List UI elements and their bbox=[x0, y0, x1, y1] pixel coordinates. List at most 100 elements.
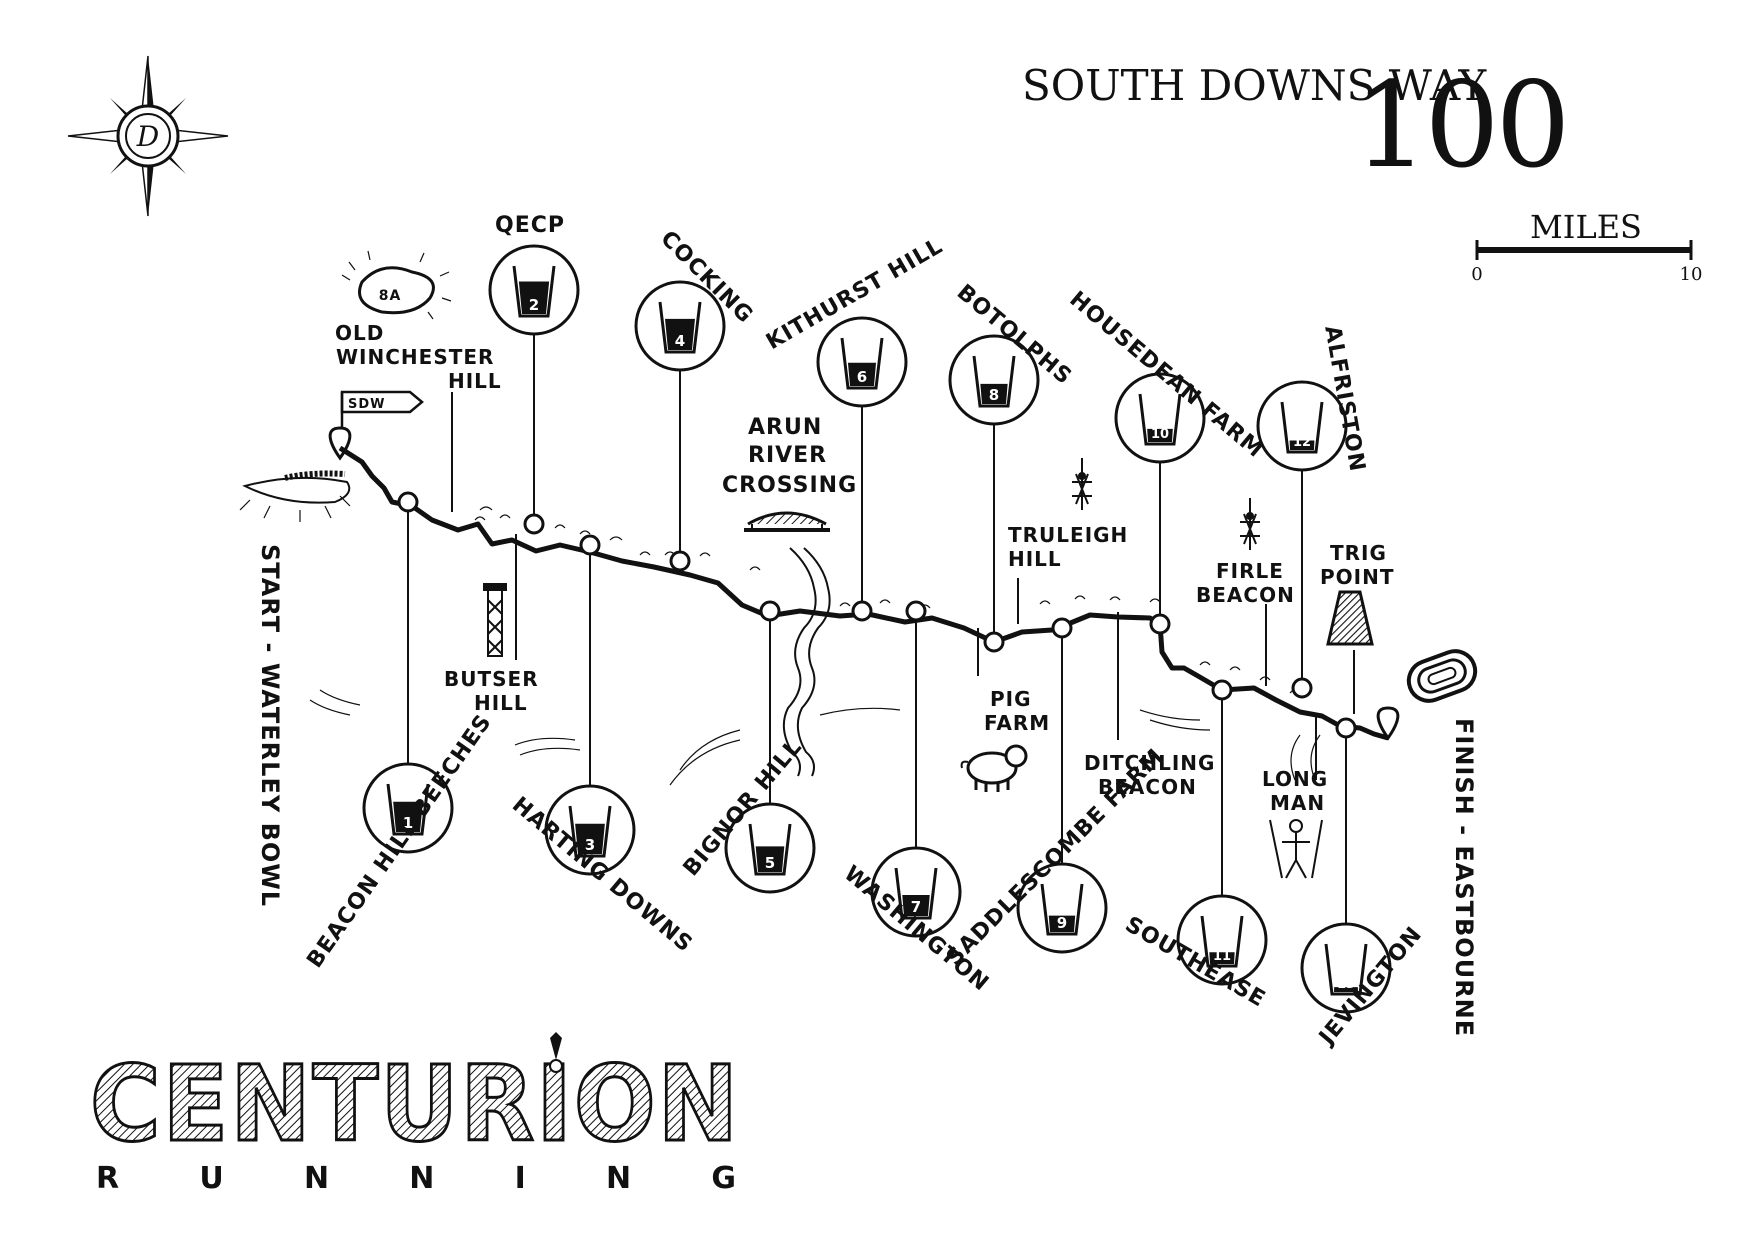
truleigh-label-2: HILL bbox=[1008, 547, 1062, 571]
aid-station-circle bbox=[1176, 894, 1268, 986]
finish-label: FINISH - EASTBOURNE bbox=[1450, 718, 1478, 1037]
cup-fill bbox=[1048, 915, 1076, 932]
aid-station-circle bbox=[948, 334, 1040, 426]
cup-fill bbox=[755, 846, 785, 872]
aid-station-number: 3 bbox=[585, 836, 595, 854]
aid-station-number: 13 bbox=[1337, 977, 1355, 992]
waterley-bowl-icon bbox=[239, 470, 351, 522]
map-title: SOUTH DOWNS WAY bbox=[1022, 61, 1487, 110]
ditchling-label-1: DITCHLING bbox=[1084, 751, 1215, 775]
long-man-icon bbox=[1269, 819, 1323, 879]
route-waypoint bbox=[851, 600, 873, 622]
aid-station-number: 12 bbox=[1293, 435, 1311, 450]
brand-sub: R U N N I N G bbox=[96, 1161, 736, 1196]
cup-fill bbox=[1209, 952, 1235, 964]
cup-icon bbox=[1324, 943, 1368, 996]
brand-name: CENTURION bbox=[90, 1043, 740, 1165]
aid-station-number: 2 bbox=[529, 296, 539, 314]
aid-station-label: QECP bbox=[495, 213, 565, 238]
firle-label-2: BEACON bbox=[1196, 583, 1295, 607]
aid-station-number: 4 bbox=[675, 332, 685, 350]
cup-icon bbox=[894, 867, 938, 920]
ditchling-label-2: BEACON bbox=[1098, 775, 1197, 799]
scale-min: 0 bbox=[1471, 264, 1482, 285]
sdw-signpost: SDW bbox=[340, 390, 424, 450]
route-waypoint bbox=[759, 600, 781, 622]
firle-mast-icon bbox=[1240, 498, 1260, 550]
aid-station-2: 2 QECP bbox=[488, 213, 580, 535]
aid-station-number: 10 bbox=[1151, 427, 1169, 442]
arun-label-2: RIVER bbox=[748, 443, 827, 468]
cup-icon bbox=[1200, 915, 1244, 968]
aid-station-label: BEACON HILL BEECHES bbox=[302, 710, 496, 973]
start-label: START - WATERLEY BOWL bbox=[256, 544, 284, 907]
cup-fill bbox=[393, 801, 423, 832]
cup-icon bbox=[386, 783, 430, 836]
scale-max: 10 bbox=[1680, 264, 1703, 285]
arun-label-3: CROSSING bbox=[722, 473, 857, 498]
cup-fill bbox=[1289, 440, 1315, 450]
route-waypoint bbox=[983, 631, 1005, 653]
svg-text:8A: 8A bbox=[379, 288, 402, 304]
scale-unit: MILES bbox=[1530, 208, 1642, 246]
pig-farm-label-1: PIG bbox=[990, 687, 1032, 711]
cup-icon bbox=[568, 805, 612, 858]
cup-fill bbox=[847, 362, 877, 386]
compass-icon: D bbox=[67, 55, 229, 217]
aid-station-circle bbox=[1114, 372, 1206, 464]
aid-station-number: 6 bbox=[857, 368, 867, 386]
butser-label-1: BUTSER bbox=[444, 667, 539, 691]
bridge-icon bbox=[744, 511, 830, 532]
old-winchester-label-1: OLD bbox=[335, 321, 384, 345]
aid-station-number: 11 bbox=[1213, 949, 1231, 964]
aid-station-number: 8 bbox=[989, 386, 999, 404]
landmark-leaders bbox=[451, 392, 1355, 780]
sdw-label: SDW bbox=[348, 397, 386, 412]
cup-icon bbox=[972, 355, 1016, 408]
cup-icon bbox=[512, 265, 556, 318]
route-waypoint bbox=[1149, 613, 1171, 635]
butser-label-2: HILL bbox=[474, 691, 528, 715]
aid-station-circle bbox=[1256, 380, 1348, 472]
hill-hatching bbox=[309, 506, 1321, 786]
truleigh-label-1: TRULEIGH bbox=[1008, 523, 1128, 547]
old-winchester-label-2: WINCHESTER bbox=[336, 345, 494, 369]
aid-station-number: 7 bbox=[911, 898, 921, 916]
trig-point-label-2: POINT bbox=[1320, 565, 1394, 589]
old-winchester-label-3: HILL bbox=[448, 369, 502, 393]
trig-point-label-1: TRIG bbox=[1330, 541, 1387, 565]
cup-icon bbox=[1040, 883, 1084, 936]
route-waypoint bbox=[1211, 679, 1233, 701]
aid-station-circle bbox=[816, 316, 908, 408]
arun-label-1: ARUN bbox=[748, 415, 822, 440]
route-waypoint bbox=[579, 534, 601, 556]
firle-label-1: FIRLE bbox=[1216, 559, 1284, 583]
cup-fill bbox=[575, 823, 605, 854]
aid-station-circle bbox=[870, 846, 962, 938]
cup-fill bbox=[665, 318, 695, 350]
route-waypoint bbox=[1051, 617, 1073, 639]
cup-icon bbox=[1138, 393, 1182, 446]
start-pin-icon bbox=[328, 426, 352, 461]
truleigh-mast-icon bbox=[1072, 458, 1092, 510]
finish-pin-icon bbox=[1376, 706, 1400, 741]
cup-icon bbox=[658, 301, 702, 354]
butser-mast-icon bbox=[483, 583, 507, 657]
aid-station-circle bbox=[1016, 862, 1108, 954]
cup-icon bbox=[840, 337, 884, 390]
long-man-label-2: MAN bbox=[1270, 791, 1325, 815]
route-waypoint bbox=[905, 600, 927, 622]
route-waypoint bbox=[523, 513, 545, 535]
route-waypoint bbox=[1291, 677, 1313, 699]
aid-station-circle bbox=[1300, 922, 1392, 1014]
distance-number: 100 bbox=[1353, 56, 1566, 194]
route-waypoint bbox=[1335, 717, 1357, 739]
pig-farm-label-2: FARM bbox=[984, 711, 1050, 735]
route-waypoint bbox=[397, 491, 419, 513]
